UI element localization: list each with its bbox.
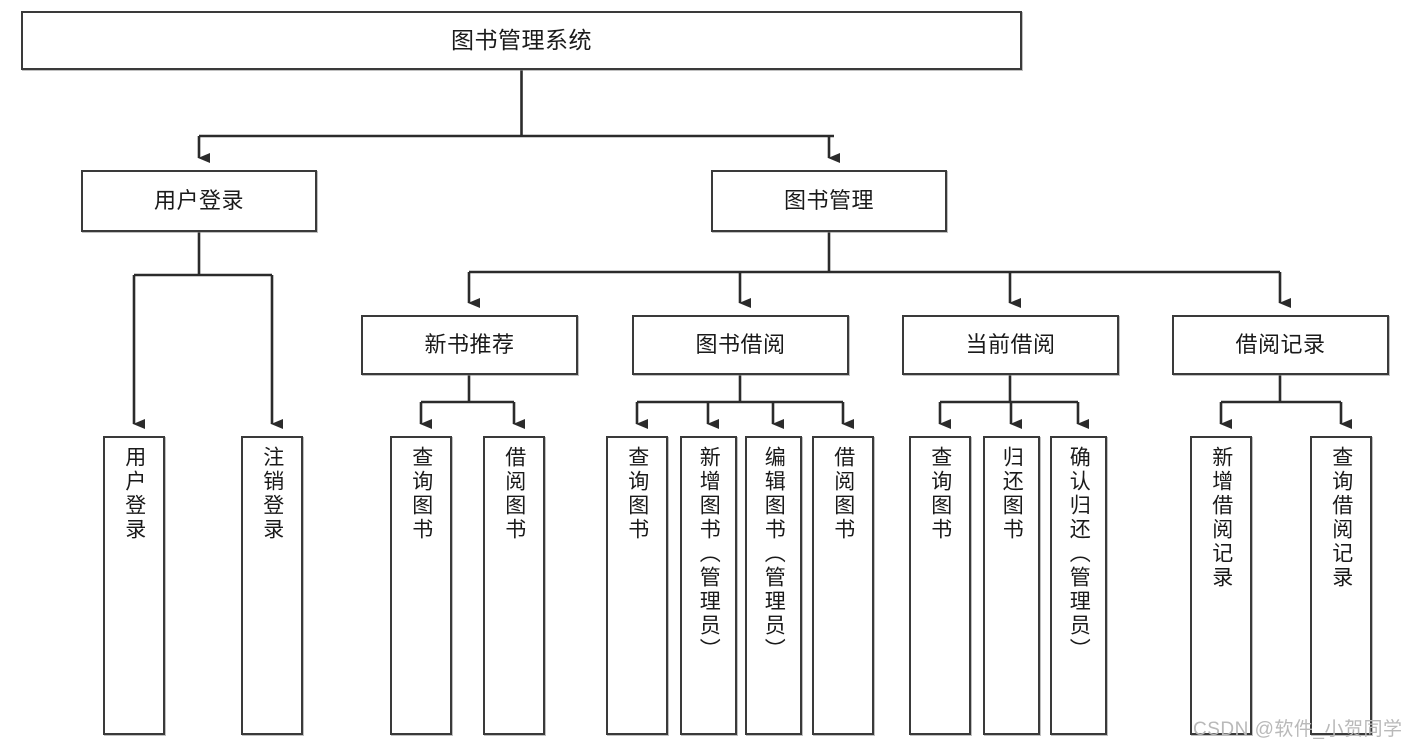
node-leaf-query-borrow-record[interactable]: 查询借阅记录 <box>1310 436 1372 735</box>
node-leaf-confirm-return-admin[interactable]: 确认归还（管理员） <box>1050 436 1107 735</box>
node-leaf-borrow-book[interactable]: 借阅图书 <box>812 436 874 735</box>
node-leaf-query-book-recommend-label: 查询图书 <box>409 446 433 542</box>
node-leaf-user-login-label: 用户登录 <box>122 446 146 542</box>
node-leaf-return-book-label: 归还图书 <box>1000 446 1024 542</box>
node-leaf-add-book-admin[interactable]: 新增图书（管理员） <box>680 436 737 735</box>
node-leaf-query-book-current-label: 查询图书 <box>928 446 952 542</box>
node-leaf-return-book[interactable]: 归还图书 <box>983 436 1040 735</box>
node-leaf-query-borrow-record-label: 查询借阅记录 <box>1329 446 1353 590</box>
node-borrow-record-label: 借阅记录 <box>1235 331 1326 357</box>
node-book-manage[interactable]: 图书管理 <box>711 170 947 232</box>
csdn-watermark: CSDN @软件_小贺同学 <box>1193 719 1403 740</box>
node-book-borrow-label: 图书借阅 <box>695 331 786 357</box>
node-leaf-add-borrow-record-label: 新增借阅记录 <box>1209 446 1233 590</box>
node-new-book-recommend[interactable]: 新书推荐 <box>361 315 578 375</box>
node-root-label: 图书管理系统 <box>451 26 592 53</box>
node-book-borrow[interactable]: 图书借阅 <box>632 315 849 375</box>
node-user-login-label: 用户登录 <box>153 187 244 213</box>
node-leaf-query-book-recommend[interactable]: 查询图书 <box>390 436 452 735</box>
node-leaf-edit-book-admin-label: 编辑图书（管理员） <box>762 446 786 662</box>
node-book-manage-label: 图书管理 <box>783 187 874 213</box>
node-leaf-confirm-return-admin-label: 确认归还（管理员） <box>1067 446 1091 662</box>
node-leaf-user-logout[interactable]: 注销登录 <box>241 436 303 735</box>
node-leaf-user-logout-label: 注销登录 <box>260 446 284 542</box>
node-leaf-borrow-book-label: 借阅图书 <box>831 446 855 542</box>
node-leaf-query-book-borrow-label: 查询图书 <box>625 446 649 542</box>
node-leaf-add-book-admin-label: 新增图书（管理员） <box>697 446 721 662</box>
node-leaf-add-borrow-record[interactable]: 新增借阅记录 <box>1190 436 1252 735</box>
node-current-borrow[interactable]: 当前借阅 <box>902 315 1119 375</box>
node-leaf-borrow-book-recommend[interactable]: 借阅图书 <box>483 436 545 735</box>
node-leaf-query-book-current[interactable]: 查询图书 <box>909 436 971 735</box>
node-root-system[interactable]: 图书管理系统 <box>21 11 1022 70</box>
node-leaf-user-login[interactable]: 用户登录 <box>103 436 165 735</box>
node-leaf-edit-book-admin[interactable]: 编辑图书（管理员） <box>745 436 802 735</box>
node-leaf-query-book-borrow[interactable]: 查询图书 <box>606 436 668 735</box>
node-borrow-record[interactable]: 借阅记录 <box>1172 315 1389 375</box>
node-user-login[interactable]: 用户登录 <box>81 170 317 232</box>
node-new-book-recommend-label: 新书推荐 <box>424 331 515 357</box>
node-leaf-borrow-book-recommend-label: 借阅图书 <box>502 446 526 542</box>
node-current-borrow-label: 当前借阅 <box>965 331 1056 357</box>
